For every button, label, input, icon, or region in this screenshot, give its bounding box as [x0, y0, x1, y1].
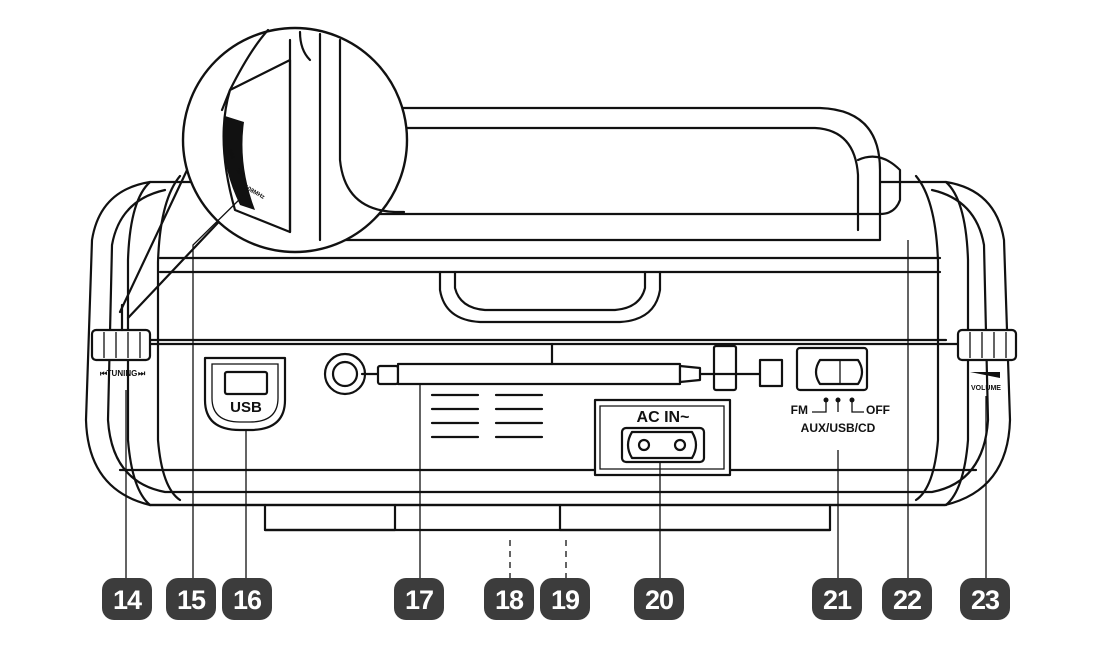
tuning-knob[interactable]: [90, 303, 152, 362]
tuning-next-arrow-icon: ⏭: [138, 369, 146, 378]
callout-19: 19: [540, 578, 590, 620]
callout-23: 23: [960, 578, 1010, 620]
callout-16: 16: [222, 578, 272, 620]
switch-off-label: OFF: [866, 403, 890, 417]
switch-position-marks: [812, 397, 864, 413]
svg-text:21: 21: [823, 585, 852, 615]
speaker-grille: [430, 393, 544, 439]
leader-lines: [125, 195, 987, 578]
usb-label: USB: [230, 399, 262, 416]
tuning-prev-arrow-icon: ⏮: [100, 369, 107, 378]
tuning-label: TUNING: [107, 369, 138, 378]
callout-17: 17: [394, 578, 444, 620]
svg-text:19: 19: [551, 585, 580, 615]
callout-18: 18: [484, 578, 534, 620]
function-switch[interactable]: [795, 346, 869, 392]
svg-text:23: 23: [971, 585, 1000, 615]
callout-21: 21: [812, 578, 862, 620]
ac-power-socket[interactable]: [620, 426, 706, 464]
svg-text:17: 17: [405, 585, 433, 615]
radio-body: [84, 174, 1012, 532]
ac-in-label: AC IN~: [637, 409, 690, 426]
callout-22: 22: [882, 578, 932, 620]
svg-text:14: 14: [113, 585, 142, 615]
dial-mark-106: 106: [234, 168, 245, 180]
dial-mark-104: 104: [226, 149, 235, 161]
svg-text:22: 22: [893, 585, 921, 615]
callout-14: 14: [102, 578, 152, 620]
svg-text:20: 20: [645, 585, 673, 615]
switch-modes-label: AUX/USB/CD: [801, 421, 876, 435]
telescopic-antenna[interactable]: [323, 342, 784, 396]
switch-fm-label: FM: [791, 403, 808, 417]
volume-label: VOLUME: [971, 385, 1001, 392]
svg-text:16: 16: [233, 585, 262, 615]
callout-15: 15: [166, 578, 216, 620]
tuning-dial-magnifier: [118, 26, 409, 320]
svg-text:15: 15: [177, 585, 206, 615]
callout-20: 20: [634, 578, 684, 620]
carrying-handle: [298, 106, 902, 242]
usb-port[interactable]: [223, 370, 269, 396]
svg-text:18: 18: [495, 585, 524, 615]
volume-ramp-icon: [970, 372, 1000, 378]
volume-knob[interactable]: [956, 328, 1018, 362]
